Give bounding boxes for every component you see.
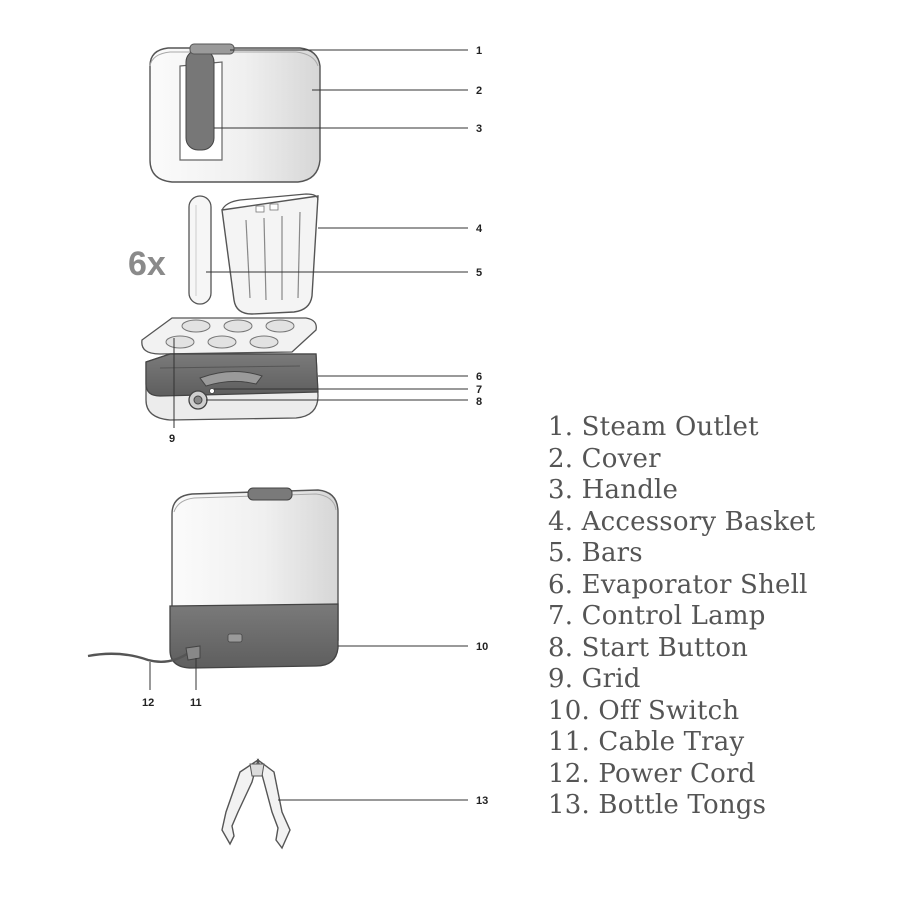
legend-item: 11. Cable Tray [548, 727, 745, 757]
callout-3: 3 [476, 123, 482, 135]
legend-item: 7. Control Lamp [548, 601, 766, 631]
cable-tray [185, 645, 201, 661]
legend-item: 2. Cover [548, 443, 661, 474]
callout-1: 1 [476, 45, 482, 57]
accessory-basket [221, 193, 319, 315]
callout-8: 8 [476, 396, 482, 408]
legend-item: 5. Bars [548, 538, 643, 568]
steam-outlet [189, 43, 235, 55]
callout-11: 11 [190, 697, 202, 709]
handle [185, 49, 215, 151]
callout-10: 10 [476, 641, 488, 653]
evaporator-shell [145, 353, 319, 421]
bottle-tongs [221, 758, 291, 850]
callout-6: 6 [476, 371, 482, 383]
leader-lines [149, 49, 468, 801]
legend-item: 6. Evaporator Shell [548, 569, 808, 600]
control-lamp [209, 388, 215, 394]
bar [188, 195, 212, 305]
legend-item: 3. Handle [548, 475, 679, 505]
assembled-unit [169, 487, 339, 669]
grid [141, 317, 317, 355]
legend-item: 12. Power Cord [548, 758, 756, 789]
cover [149, 43, 321, 183]
parts-legend: 1. Steam Outlet 2. Cover 3. Handle 4. Ac… [548, 412, 888, 822]
callout-12: 12 [142, 697, 154, 709]
legend-item: 4. Accessory Basket [548, 506, 816, 537]
callout-5: 5 [476, 267, 482, 279]
legend-item: 10. Off Switch [548, 695, 740, 726]
legend-item: 13. Bottle Tongs [548, 790, 767, 820]
callout-2: 2 [476, 85, 482, 97]
callout-4: 4 [476, 223, 483, 235]
callout-7: 7 [476, 384, 482, 396]
start-button [188, 390, 208, 410]
multiplier-label: 6x [128, 245, 166, 283]
power-cord [87, 651, 191, 663]
legend-item: 8. Start Button [548, 632, 749, 663]
callout-13: 13 [476, 795, 488, 807]
legend-item: 1. Steam Outlet [548, 412, 759, 442]
callout-9: 9 [169, 433, 175, 445]
legend-item: 9. Grid [548, 664, 641, 694]
